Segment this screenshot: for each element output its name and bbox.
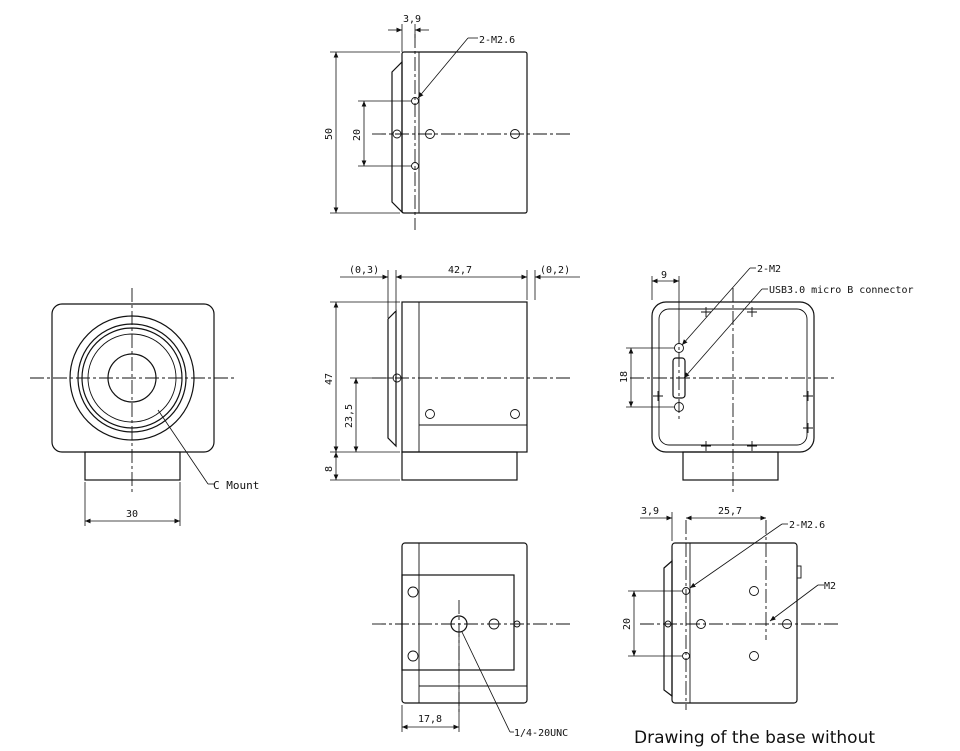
rear-hole-spacing-label: 18 — [619, 371, 630, 383]
top-thread-callout: 2-M2.6 — [479, 35, 515, 46]
side-height-label: 47 — [324, 373, 335, 385]
c-mount-callout: C Mount — [213, 479, 259, 492]
front-view: C Mount 30 — [30, 288, 259, 526]
base-hole-pitch-label: 25,7 — [718, 506, 742, 517]
rear-thread-callout: 2-M2 — [757, 264, 781, 275]
side-right-gap-label: (0,2) — [540, 265, 570, 276]
side-left-gap-label: (0,3) — [349, 265, 379, 276]
base-offset-label: 3,9 — [641, 506, 659, 517]
base-removed-view: 3,9 25,7 20 2-M2.6 M2 — [622, 506, 840, 710]
side-view: (0,3) 42,7 (0,2) 47 23,5 8 — [324, 265, 580, 481]
top-hole-spacing-label: 20 — [352, 129, 363, 141]
base-view-caption: Drawing of the base without — [634, 728, 875, 748]
usb-connector-callout: USB3.0 micro B connector — [769, 285, 914, 296]
top-height-label: 50 — [324, 128, 335, 140]
rear-view: 9 18 2-M2 USB3.0 micro B connector — [619, 264, 914, 495]
top-width-label: 3,9 — [403, 14, 421, 25]
base-thread-callout: 2-M2.6 — [789, 520, 825, 531]
side-body-length-label: 42,7 — [448, 265, 472, 276]
side-axis-height-label: 23,5 — [344, 404, 355, 428]
tripod-thread-callout: 1/4-20UNC — [514, 728, 568, 739]
bottom-offset-label: 17,8 — [418, 714, 442, 725]
front-width-label: 30 — [126, 509, 138, 520]
base-hole-spacing-label: 20 — [622, 618, 633, 630]
base-m2-callout: M2 — [824, 581, 836, 592]
bottom-view: 17,8 1/4-20UNC — [372, 542, 570, 739]
side-foot-height-label: 8 — [324, 466, 335, 472]
top-view: 3,9 2-M2.6 50 20 — [324, 14, 570, 230]
rear-offset-label: 9 — [661, 270, 667, 281]
